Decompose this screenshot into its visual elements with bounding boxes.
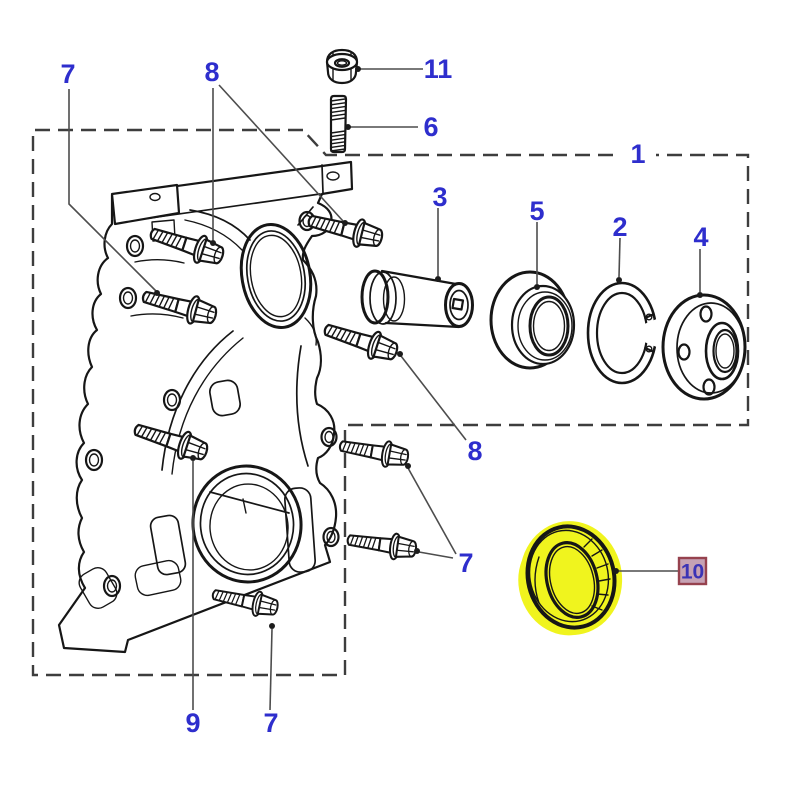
callout-labels: 7 8 11 6 1 3 5 2 4 8 7 9 7 — [60, 54, 708, 738]
timing-cover — [57, 160, 354, 654]
callout-label-8-right[interactable]: 8 — [467, 436, 482, 466]
label-1-backing — [620, 141, 656, 166]
cover-arm-block — [110, 183, 181, 226]
callout-label-6[interactable]: 6 — [423, 112, 438, 142]
callout-label-1[interactable]: 1 — [630, 139, 645, 169]
arm-hole — [149, 192, 161, 202]
cover-upper-opening — [239, 222, 313, 330]
flange-bolt-7b2 — [344, 526, 419, 564]
callout-label-10-box[interactable]: 10 — [677, 556, 708, 586]
hex-nut — [325, 48, 359, 85]
callout-label-9[interactable]: 9 — [185, 708, 200, 738]
cover-bolt-holes — [84, 210, 340, 598]
arm-end-step — [321, 164, 324, 194]
oil-seal-highlighted — [518, 521, 623, 636]
callout-label-7-top[interactable]: 7 — [60, 59, 75, 89]
dashed-boundary — [31, 128, 750, 677]
stud-bolt — [329, 94, 348, 154]
callout-label-11[interactable]: 11 — [424, 54, 453, 84]
callout-label-7-right[interactable]: 7 — [458, 548, 473, 578]
cover-outline — [57, 160, 354, 654]
bearing — [489, 270, 576, 370]
cover-ribs — [78, 206, 317, 609]
spacer-bush — [360, 269, 474, 329]
callout-label-5[interactable]: 5 — [529, 196, 544, 226]
oil-seal — [525, 524, 617, 630]
callout-label-3[interactable]: 3 — [432, 182, 447, 212]
callout-label-8-top[interactable]: 8 — [204, 57, 219, 87]
callout-lines — [68, 66, 703, 711]
callout-label-4[interactable]: 4 — [693, 222, 708, 252]
label-10-badge[interactable] — [677, 556, 708, 586]
callout-label-2[interactable]: 2 — [612, 212, 627, 242]
callout-label-10[interactable]: 10 — [681, 561, 704, 584]
callout-label-7-bottom[interactable]: 7 — [263, 708, 278, 738]
flange-bolt-7b1 — [336, 432, 412, 472]
arm-hole — [326, 171, 340, 181]
hub-flange — [661, 293, 747, 401]
